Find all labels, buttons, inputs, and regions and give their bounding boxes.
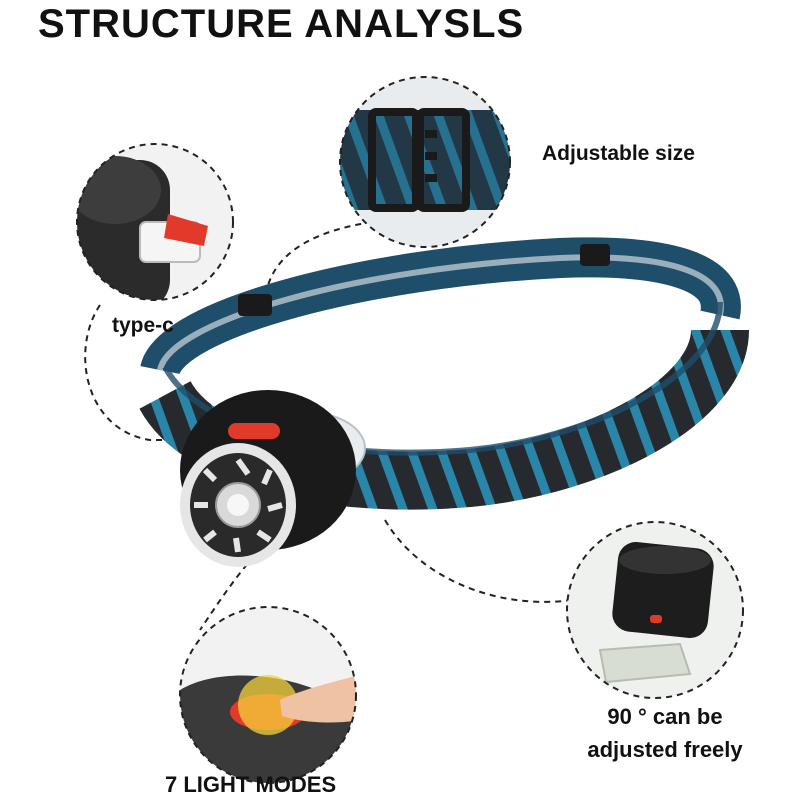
callout-rotation-line1: 90 ° can be (607, 704, 723, 729)
callout-adjustable-size: Adjustable size (542, 142, 695, 165)
power-button (228, 423, 280, 439)
callout-rotation-line2: adjusted freely (587, 737, 743, 762)
page-title: STRUCTURE ANALYSLS (38, 2, 525, 46)
tilt-inset (566, 521, 744, 699)
callout-type-c: type-c (112, 314, 174, 337)
lamp-head (180, 390, 366, 567)
button-inset (179, 606, 357, 784)
port-inset (76, 143, 234, 301)
callout-rotation: 90 ° can be adjusted freely (565, 700, 765, 766)
connector-tilt (384, 519, 573, 603)
buckle-inset (339, 76, 511, 248)
strap-clip-right (580, 244, 610, 266)
strap-clip-left (238, 294, 272, 316)
connector-button (199, 547, 263, 631)
connector-port (84, 304, 210, 441)
callout-light-modes: 7 LIGHT MODES (165, 772, 337, 797)
